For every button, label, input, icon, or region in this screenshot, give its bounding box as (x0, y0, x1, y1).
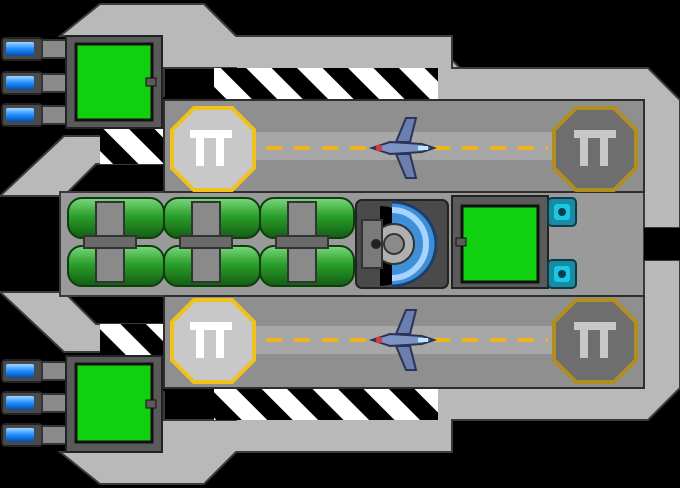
thruster-icon (1, 37, 67, 61)
hull-notch (644, 228, 680, 260)
thruster-icon (1, 71, 67, 95)
warning-stripes-lower (214, 388, 438, 420)
thruster-icon (1, 103, 67, 127)
lower-hangar-bay (163, 295, 645, 389)
landing-pad-icon[interactable] (170, 106, 256, 192)
system-room-center[interactable] (451, 195, 549, 289)
landing-pad-icon[interactable] (170, 298, 256, 384)
landing-pad-icon[interactable] (552, 106, 638, 192)
power-node-icon[interactable] (547, 197, 577, 227)
fuel-tank-icon[interactable] (67, 197, 165, 287)
fighter-ship-icon[interactable] (368, 117, 438, 179)
power-node-icon[interactable] (547, 259, 577, 289)
system-room-lower[interactable] (65, 355, 163, 453)
reactor-dome-icon[interactable] (355, 199, 449, 289)
fuel-tank-icon[interactable] (163, 197, 261, 287)
system-room-upper[interactable] (65, 35, 163, 129)
upper-hangar-bay (163, 99, 645, 193)
fuel-tank-icon[interactable] (259, 197, 355, 287)
thrusters-lower (1, 359, 67, 447)
thrusters-upper (1, 37, 67, 127)
thruster-icon (1, 391, 67, 415)
thruster-icon (1, 359, 67, 383)
landing-pad-icon[interactable] (552, 298, 638, 384)
fuel-tank-bank (67, 197, 355, 287)
fighter-ship-icon[interactable] (368, 309, 438, 371)
thruster-icon (1, 423, 67, 447)
warning-stripes-upper (214, 68, 438, 100)
